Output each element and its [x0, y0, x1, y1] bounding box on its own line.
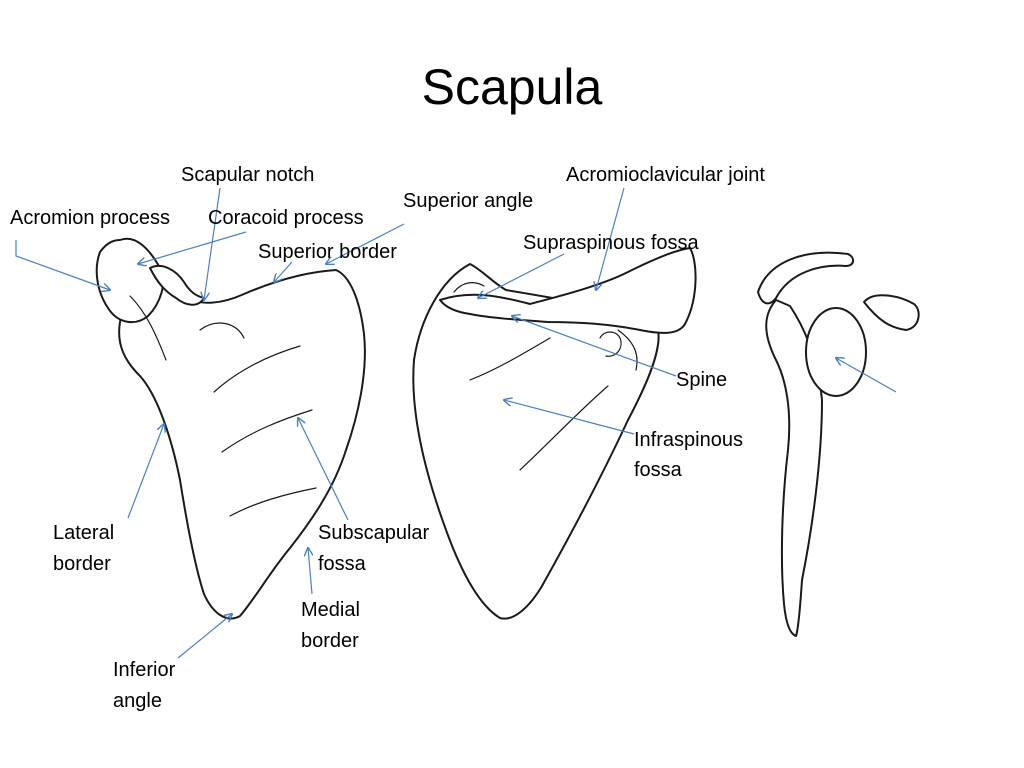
- label-subscapular-fossa-line2: fossa: [318, 553, 366, 575]
- label-spine: Spine: [676, 369, 728, 391]
- label-subscapular-fossa-line1: Subscapular: [318, 522, 430, 544]
- glenoid-edge-detail: [617, 329, 638, 371]
- glenoid-cavity-shape: [805, 307, 867, 397]
- acromion-facet-detail: [599, 331, 622, 357]
- label-infraspinous-fossa-line2: fossa: [634, 459, 682, 481]
- label-medial-border-line1: Medial: [301, 599, 360, 621]
- inferior-angle-arrow: [177, 614, 232, 659]
- label-scapular-notch: Scapular notch: [181, 164, 315, 186]
- superior-angle-arrow: [326, 223, 405, 264]
- infraspinous-fossa-arrow: [504, 400, 635, 435]
- subscapular-ridge-1: [199, 322, 245, 339]
- lateral-acromion-hook: [757, 251, 854, 305]
- subscapular-ridge-3: [221, 409, 313, 453]
- infraspinous-ridge-detail-2: [519, 385, 609, 471]
- label-superior-angle: Superior angle: [403, 190, 534, 212]
- label-medial-border-line2: border: [301, 630, 359, 652]
- infraspinous-ridge-detail: [469, 337, 551, 381]
- label-acromioclavicular-joint: Acromioclavicular joint: [566, 164, 765, 186]
- label-coracoid-process: Coracoid process: [208, 207, 364, 229]
- glenoid-neck-line: [129, 295, 167, 361]
- superior-border-arrow: [274, 261, 293, 282]
- acromion-process-shape: [95, 237, 165, 324]
- label-lateral-border-line1: Lateral: [53, 522, 115, 544]
- label-supraspinous-fossa: Supraspinous fossa: [523, 232, 699, 254]
- subscapular-fossa-arrow: [298, 418, 349, 521]
- lateral-border-arrow: [127, 424, 164, 519]
- anterior-view-scapula: [95, 237, 366, 620]
- subscapular-ridge-2: [213, 345, 301, 393]
- posterior-view-scapula: [412, 247, 697, 620]
- subscapular-ridge-4: [229, 487, 317, 517]
- slide-title: Scapula: [421, 59, 603, 115]
- label-infraspinous-fossa-line1: Infraspinous: [634, 429, 743, 451]
- label-inferior-angle-line1: Inferior: [113, 659, 176, 681]
- scapular-notch-arrow: [204, 187, 221, 300]
- acromioclavicular-joint-arrow: [596, 187, 625, 290]
- spine-arrow: [512, 316, 677, 377]
- lateral-view-scapula: [757, 251, 920, 637]
- glenoid-arrow: [836, 358, 897, 393]
- supraspinous-fossa-arrow: [478, 253, 565, 298]
- supraspinous-ridge-detail: [453, 282, 485, 293]
- lateral-scapula-shaft: [765, 299, 823, 637]
- anterior-scapula-body: [118, 269, 366, 620]
- label-acromion-process: Acromion process: [10, 207, 171, 229]
- lateral-coracoid-process: [863, 294, 920, 331]
- label-superior-border: Superior border: [258, 241, 397, 263]
- label-inferior-angle-line2: angle: [113, 690, 162, 712]
- pointer-arrows: [15, 187, 897, 659]
- label-lateral-border-line2: border: [53, 553, 111, 575]
- acromion-process-arrow: [15, 240, 110, 290]
- spine-and-acromion-shape: [439, 247, 697, 334]
- medial-border-arrow: [308, 548, 312, 595]
- coracoid-process-arrow: [138, 231, 247, 264]
